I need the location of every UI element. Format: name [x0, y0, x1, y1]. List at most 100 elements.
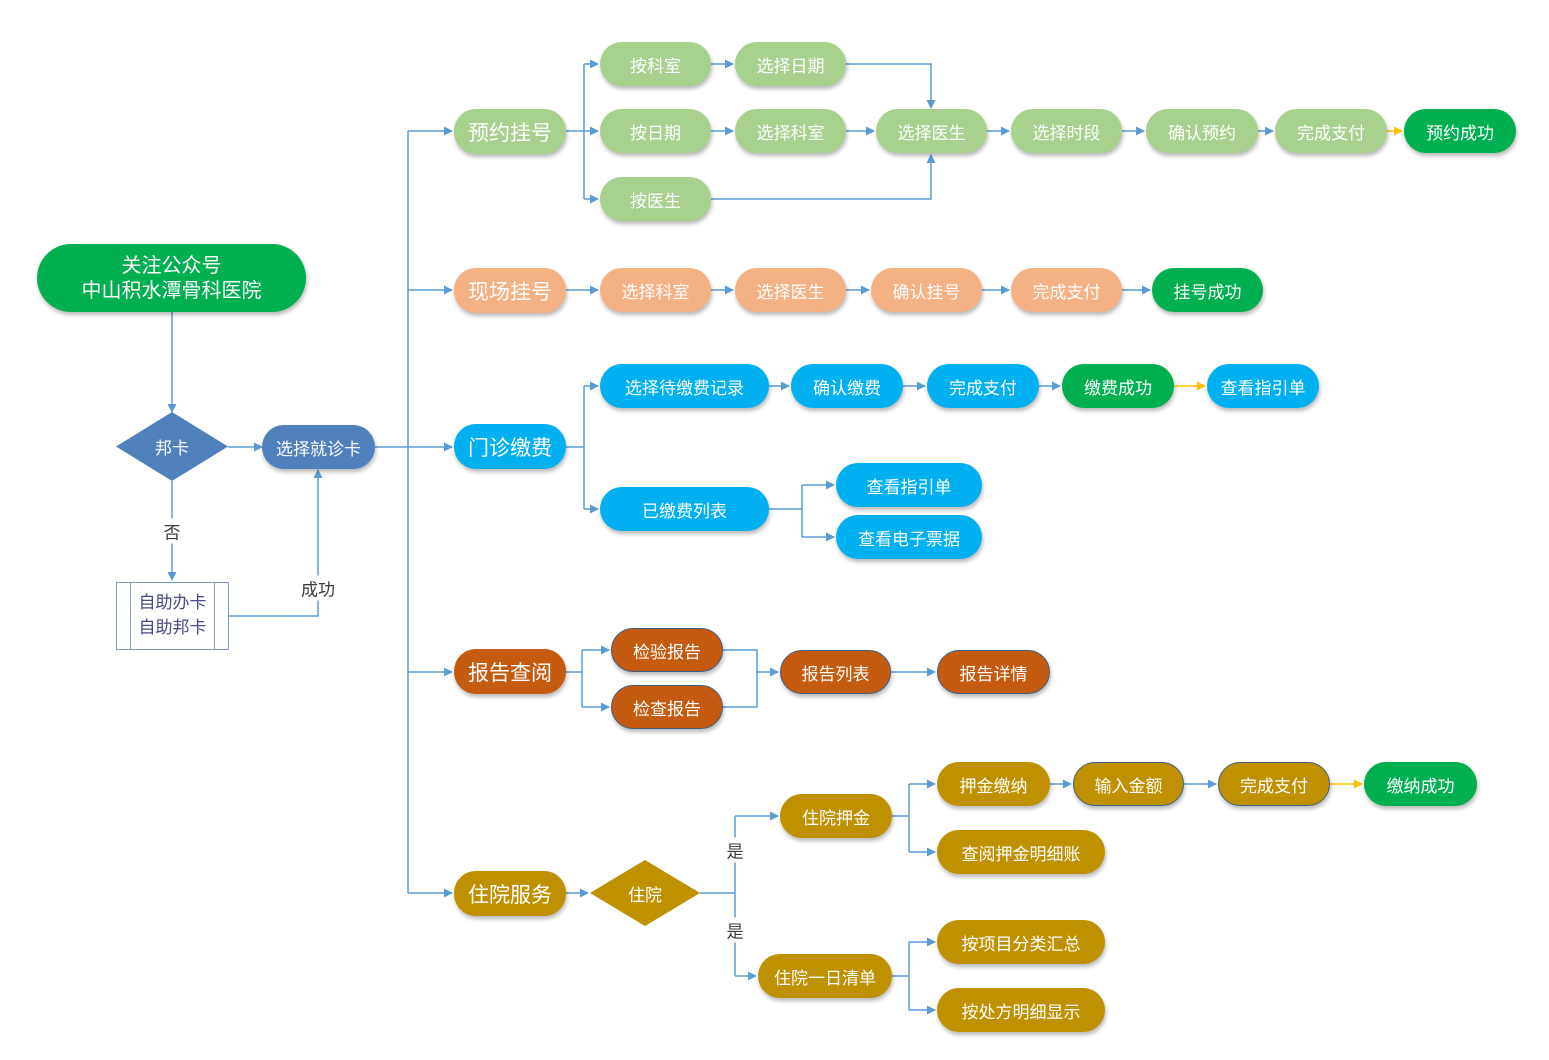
outpatient-paid-list: 已缴费列表 — [600, 487, 769, 531]
start-line-2: 中山积水潭骨科医院 — [81, 278, 262, 302]
outpatient-view-guide-label: 查看指引单 — [1220, 378, 1306, 399]
appointment-by-dept: 按科室 — [600, 42, 711, 86]
onsite-select-dept-label: 选择科室 — [621, 282, 690, 303]
outpatient-pending: 选择待缴费记录 — [600, 364, 769, 408]
connector — [711, 154, 936, 200]
appointment-by-date-label: 按日期 — [630, 123, 681, 144]
outpatient-pay-label: 完成支付 — [949, 378, 1017, 399]
inpatient-node: 住院服务 — [454, 871, 566, 916]
onsite-select-doctor: 选择医生 — [735, 268, 846, 312]
yes-label-2: 是 — [724, 917, 746, 943]
success-label: 成功 — [299, 575, 337, 601]
self-service-line-2: 自助邦卡 — [138, 618, 207, 638]
onsite-select-dept: 选择科室 — [600, 268, 711, 312]
outpatient-pay: 完成支付 — [927, 364, 1039, 408]
inpatient-deposit-detail-label: 查阅押金明细账 — [961, 844, 1081, 865]
outpatient-success: 缴费成功 — [1062, 364, 1174, 408]
appointment-title: 预约挂号 — [468, 120, 552, 145]
inpatient-by-item: 按项目分类汇总 — [937, 920, 1105, 964]
appointment-by-doctor-label: 按医生 — [630, 191, 681, 212]
onsite-success-label: 挂号成功 — [1173, 282, 1242, 303]
report-detail-label: 报告详情 — [959, 664, 1028, 685]
self-service-box: 自助办卡 自助邦卡 — [116, 582, 229, 650]
appointment-confirm-label: 确认预约 — [1168, 123, 1236, 144]
onsite-confirm: 确认挂号 — [871, 268, 982, 312]
inpatient-daily-list: 住院一日清单 — [758, 954, 892, 998]
outpatient-paid-view-guide-label: 查看指引单 — [866, 477, 952, 498]
yes-label-1: 是 — [724, 837, 746, 863]
report-list-label: 报告列表 — [801, 664, 870, 685]
appointment-by-dept-label: 按科室 — [630, 56, 681, 77]
onsite-select-doctor-label: 选择医生 — [756, 282, 825, 303]
inpatient-by-prescription-label: 按处方明细显示 — [961, 1002, 1081, 1023]
appointment-confirm: 确认预约 — [1146, 109, 1258, 153]
appointment-success-label: 预约成功 — [1426, 123, 1494, 144]
inpatient-by-prescription: 按处方明细显示 — [937, 988, 1105, 1032]
start-node: 关注公众号 中山积水潭骨科医院 — [37, 244, 306, 312]
appointment-select-dept-label: 选择科室 — [756, 123, 825, 144]
self-service-line-1: 自助办卡 — [138, 593, 207, 614]
inpatient-pay: 完成支付 — [1218, 762, 1330, 806]
start-line-1: 关注公众号 — [121, 253, 222, 277]
appointment-select-dept: 选择科室 — [735, 109, 846, 153]
appointment-select-doctor-label: 选择医生 — [897, 123, 966, 144]
outpatient-e-invoice: 查看电子票据 — [836, 515, 982, 559]
appointment-by-doctor: 按医生 — [600, 177, 711, 221]
inpatient-by-item-label: 按项目分类汇总 — [961, 934, 1081, 955]
inpatient-decision: 住院 — [590, 860, 700, 926]
inpatient-pay-label: 完成支付 — [1240, 776, 1308, 797]
inpatient-amount-label: 输入金额 — [1094, 776, 1163, 797]
appointment-pay-label: 完成支付 — [1297, 123, 1365, 144]
bind-card-decision: 邦卡 — [116, 412, 228, 481]
report-lab-label: 检验报告 — [633, 642, 701, 663]
report-exam-label: 检查报告 — [633, 699, 701, 720]
select-card-node: 选择就诊卡 — [262, 425, 375, 469]
report-detail: 报告详情 — [937, 650, 1050, 694]
inpatient-pay-success-label: 缴纳成功 — [1386, 776, 1455, 797]
onsite-confirm-label: 确认挂号 — [892, 282, 961, 303]
decision-diamond-shape — [590, 860, 700, 926]
outpatient-e-invoice-label: 查看电子票据 — [858, 529, 960, 550]
inpatient-deposit-pay: 押金缴纳 — [937, 762, 1050, 806]
outpatient-pending-label: 选择待缴费记录 — [625, 378, 744, 399]
select-card-label: 选择就诊卡 — [276, 439, 361, 460]
outpatient-view-guide: 查看指引单 — [1207, 364, 1319, 408]
appointment-select-time-label: 选择时段 — [1032, 123, 1101, 144]
connector — [229, 469, 323, 617]
connector — [723, 649, 758, 708]
report-lab: 检验报告 — [611, 628, 723, 672]
outpatient-confirm-label: 确认缴费 — [813, 378, 881, 399]
inpatient-deposit-label: 住院押金 — [802, 808, 870, 829]
outpatient-success-label: 缴费成功 — [1084, 378, 1152, 399]
appointment-success: 预约成功 — [1404, 109, 1516, 153]
inpatient-title: 住院服务 — [468, 882, 552, 907]
report-title: 报告查阅 — [468, 660, 552, 685]
onsite-success: 挂号成功 — [1152, 268, 1263, 312]
inpatient-deposit-pay-label: 押金缴纳 — [959, 776, 1028, 797]
report-list: 报告列表 — [780, 650, 891, 694]
inpatient-pay-success: 缴纳成功 — [1364, 762, 1477, 806]
process-box-left-bar — [130, 583, 131, 649]
appointment-select-doctor: 选择医生 — [876, 109, 987, 153]
no-label: 否 — [161, 518, 183, 544]
inpatient-daily-list-label: 住院一日清单 — [774, 968, 876, 989]
inpatient-amount: 输入金额 — [1073, 762, 1184, 806]
connector — [846, 63, 936, 109]
appointment-select-date-label: 选择日期 — [756, 56, 825, 77]
appointment-select-time: 选择时段 — [1011, 109, 1122, 153]
inpatient-deposit: 住院押金 — [780, 794, 892, 838]
appointment-select-date: 选择日期 — [735, 42, 846, 86]
onsite-pay-label: 完成支付 — [1032, 282, 1101, 303]
process-box-right-bar — [214, 583, 215, 649]
bind-card-decision-label: 邦卡 — [155, 439, 189, 459]
outpatient-paid-list-label: 已缴费列表 — [642, 501, 727, 522]
outpatient-title: 门诊缴费 — [468, 435, 552, 460]
appointment-node: 预约挂号 — [454, 109, 566, 154]
outpatient-confirm: 确认缴费 — [791, 364, 903, 408]
outpatient-node: 门诊缴费 — [454, 424, 566, 469]
inpatient-decision-label: 住院 — [628, 885, 662, 906]
onsite-node: 现场挂号 — [454, 268, 566, 313]
onsite-pay: 完成支付 — [1011, 268, 1122, 312]
